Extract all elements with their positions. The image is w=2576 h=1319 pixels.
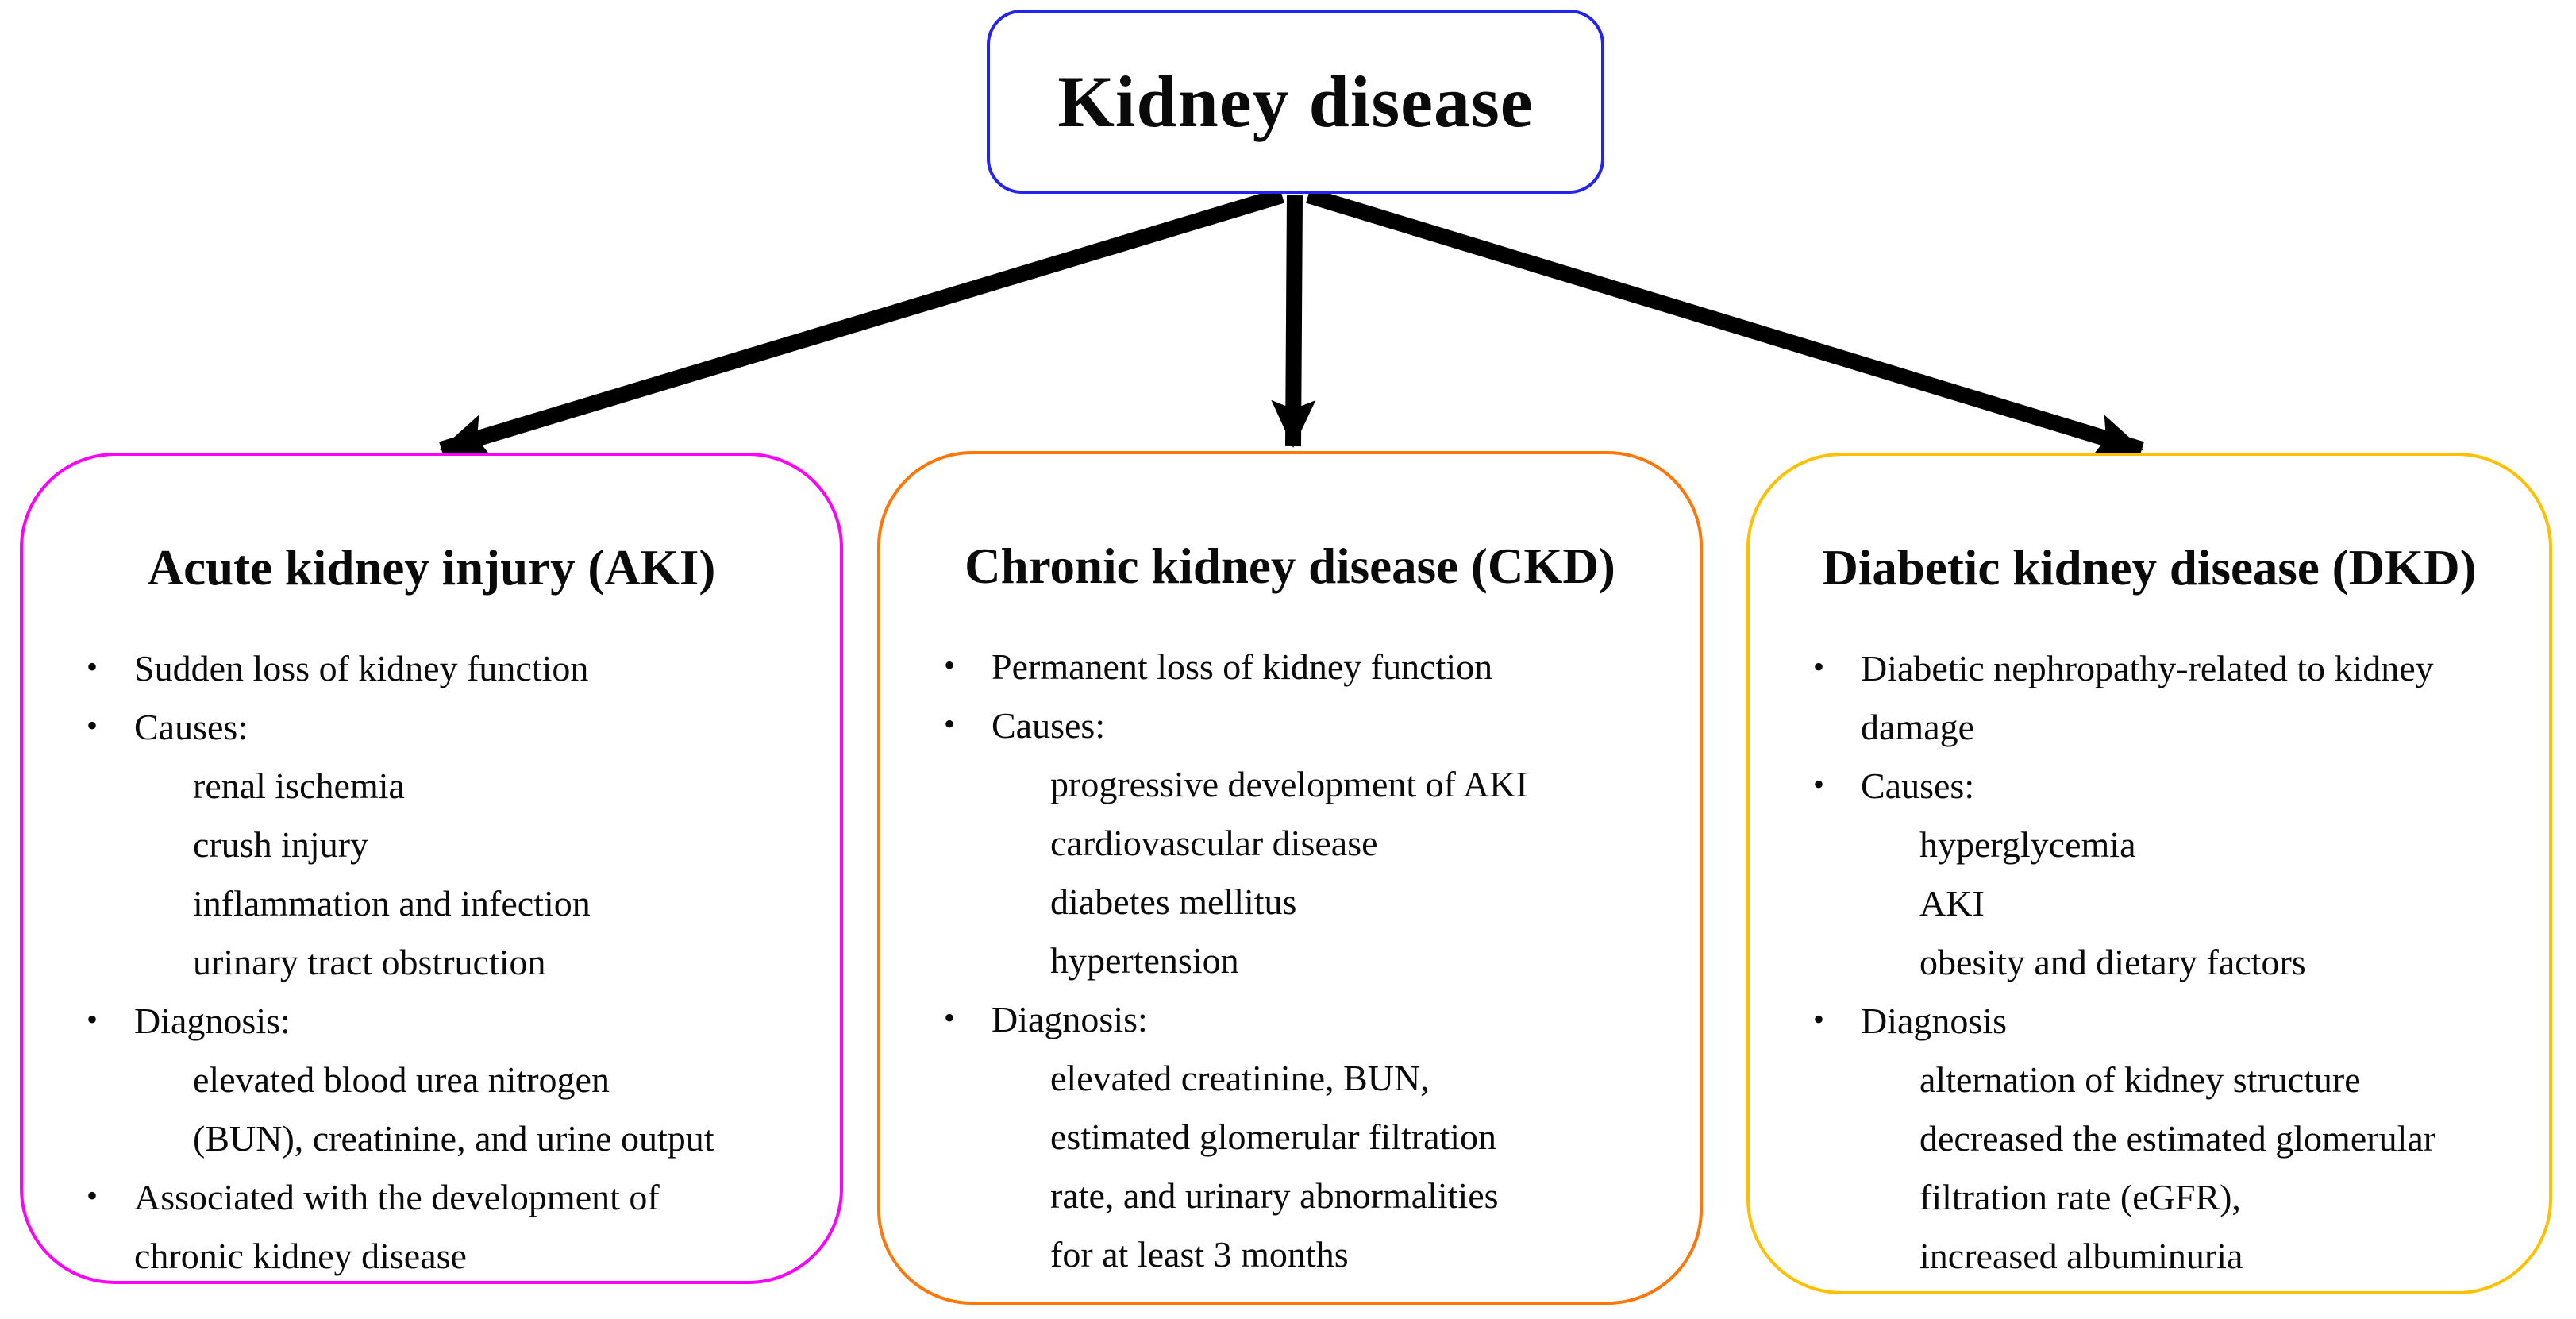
branch-box-ckd: Chronic kidney disease (CKD) • Permanent …	[877, 451, 1703, 1305]
bullet-icon: •	[87, 1178, 98, 1213]
list-item: inflammation and infection	[23, 874, 840, 933]
branch-list-ckd: • Permanent loss of kidney function • Caus…	[880, 638, 1700, 1284]
bullet-icon: •	[87, 649, 98, 685]
branch-title-dkd: Diabetic kidney disease (DKD)	[1822, 540, 2477, 596]
list-item: • Permanent loss of kidney function	[880, 638, 1700, 696]
list-item: increased albuminuria	[1750, 1227, 2549, 1286]
list-item: cardiovascular disease	[880, 814, 1700, 873]
list-item: filtration rate (eGFR),	[1750, 1168, 2549, 1227]
list-item: progressive development of AKI	[880, 755, 1700, 814]
bullet-icon: •	[87, 708, 98, 743]
list-item: for at least 3 months	[880, 1225, 1700, 1284]
list-item-text: elevated blood urea nitrogen	[193, 1059, 610, 1100]
list-item-text: hyperglycemia	[1919, 824, 2136, 865]
list-item-text: Diabetic nephropathy-related to kidney	[1861, 648, 2434, 688]
list-item-text: urinary tract obstruction	[193, 942, 546, 982]
root-box-kidney-disease: Kidney disease	[987, 10, 1604, 194]
list-item-text: progressive development of AKI	[1050, 764, 1528, 804]
list-item: • Causes:	[880, 696, 1700, 755]
list-item-text: alternation of kidney structure	[1919, 1059, 2361, 1100]
list-item-text: diabetes mellitus	[1050, 881, 1297, 922]
list-item-text: for at least 3 months	[1050, 1234, 1349, 1275]
list-item-text: Permanent loss of kidney function	[992, 646, 1493, 687]
list-item: decreased the estimated glomerular	[1750, 1109, 2549, 1168]
branch-box-dkd: Diabetic kidney disease (DKD) • Diabetic …	[1746, 453, 2552, 1294]
list-item: rate, and urinary abnormalities	[880, 1167, 1700, 1225]
arrow-root-to-aki-icon	[439, 187, 1284, 458]
list-item: elevated blood urea nitrogen	[23, 1051, 840, 1109]
list-item-text: elevated creatinine, BUN,	[1050, 1058, 1430, 1098]
bullet-icon: •	[944, 647, 956, 683]
list-item: diabetes mellitus	[880, 873, 1700, 931]
list-item: alternation of kidney structure	[1750, 1051, 2549, 1109]
list-item-text: inflammation and infection	[193, 883, 591, 924]
list-item-text: renal ischemia	[193, 766, 405, 806]
bullet-icon: •	[1813, 766, 1825, 802]
bullet-icon: •	[1813, 649, 1825, 685]
list-item: • Associated with the development of	[23, 1168, 840, 1227]
list-item-text: estimated glomerular filtration	[1050, 1117, 1497, 1157]
list-item-text: obesity and dietary factors	[1919, 942, 2306, 982]
branch-title-ckd: Chronic kidney disease (CKD)	[965, 538, 1615, 594]
list-item: elevated creatinine, BUN,	[880, 1049, 1700, 1108]
list-item-text: (BUN), creatinine, and urine output	[193, 1118, 714, 1159]
branch-box-aki: Acute kidney injury (AKI) • Sudden loss o…	[20, 453, 843, 1284]
list-item: • Diagnosis	[1750, 992, 2549, 1051]
list-item-text: filtration rate (eGFR),	[1919, 1177, 2241, 1217]
list-item-text: Causes:	[1861, 766, 1975, 806]
list-item: urinary tract obstruction	[23, 933, 840, 992]
list-item: estimated glomerular filtration	[880, 1108, 1700, 1167]
list-item: • Causes:	[23, 698, 840, 757]
list-item: • Sudden loss of kidney function	[23, 639, 840, 698]
list-item-text: Associated with the development of	[134, 1177, 660, 1217]
list-item: (BUN), creatinine, and urine output	[23, 1109, 840, 1168]
list-item-text: Diagnosis	[1861, 1001, 2007, 1041]
list-item-text: hypertension	[1050, 940, 1239, 981]
arrow-root-to-ckd-icon	[1271, 195, 1316, 448]
list-item: hypertension	[880, 931, 1700, 990]
list-item-text: damage	[1861, 707, 1975, 747]
list-item-text: crush injury	[193, 824, 369, 865]
list-item: chronic kidney disease	[23, 1227, 840, 1286]
list-item-text: Diagnosis:	[134, 1001, 291, 1041]
branch-title-aki: Acute kidney injury (AKI)	[147, 540, 716, 596]
list-item: crush injury	[23, 816, 840, 874]
list-item-text: AKI	[1919, 883, 1985, 924]
list-item-text: Sudden loss of kidney function	[134, 648, 589, 688]
list-item: hyperglycemia	[1750, 816, 2549, 874]
bullet-icon: •	[1813, 1001, 1825, 1037]
list-item: • Diagnosis:	[23, 992, 840, 1051]
list-item: damage	[1750, 698, 2549, 757]
list-item-text: cardiovascular disease	[1050, 823, 1378, 863]
list-item: obesity and dietary factors	[1750, 933, 2549, 992]
list-item-text: chronic kidney disease	[134, 1236, 467, 1276]
bullet-icon: •	[944, 706, 956, 742]
list-item-text: Causes:	[134, 707, 248, 747]
list-item-text: increased albuminuria	[1919, 1236, 2243, 1276]
list-item-text: Causes:	[992, 705, 1106, 746]
branch-list-dkd: •Diabetic nephropathy-related to kidney …	[1750, 639, 2549, 1286]
list-item: AKI	[1750, 874, 2549, 933]
branch-list-aki: • Sudden loss of kidney function • Causes:…	[23, 639, 840, 1286]
list-item: • Diabetic nephropathy-related to kidney	[1750, 639, 2549, 698]
arrow-root-to-dkd-icon	[1306, 187, 2144, 457]
bullet-icon: •	[944, 1000, 956, 1036]
list-item: • Causes:	[1750, 757, 2549, 816]
bullet-icon: •	[87, 1001, 98, 1037]
list-item: • Diagnosis:	[880, 990, 1700, 1049]
list-item: renal ischemia	[23, 757, 840, 816]
list-item-text: rate, and urinary abnormalities	[1050, 1175, 1499, 1216]
list-item-text: Diagnosis:	[992, 999, 1148, 1039]
list-item-text: decreased the estimated glomerular	[1919, 1118, 2436, 1159]
root-box-title: Kidney disease	[1057, 61, 1534, 142]
